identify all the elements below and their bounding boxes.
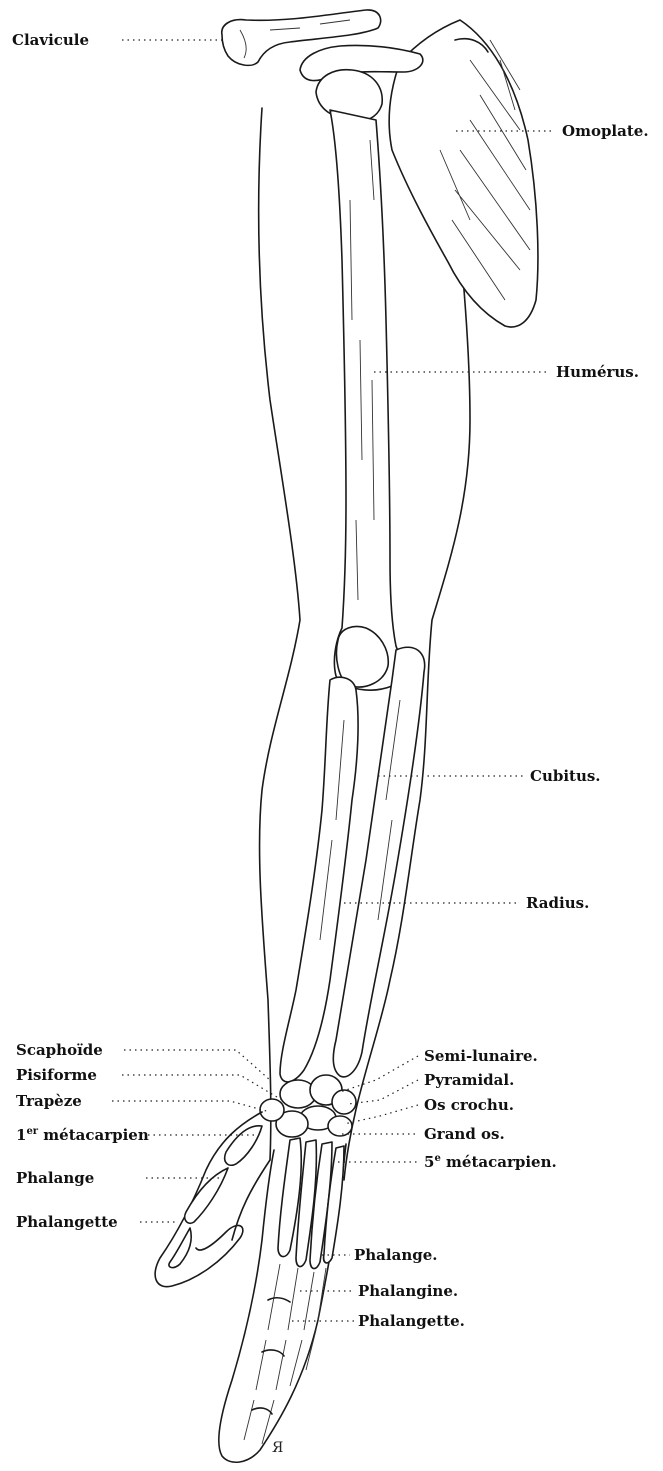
label-pyramidal: Pyramidal. bbox=[424, 1071, 514, 1089]
label-omoplate: Omoplate. bbox=[562, 122, 649, 140]
label-grand-os: Grand os. bbox=[424, 1125, 505, 1143]
label-phalangette-finger: Phalangette. bbox=[358, 1312, 465, 1330]
label-clavicule: Clavicule bbox=[12, 31, 89, 49]
label-scaphoide: Scaphoïde bbox=[16, 1041, 103, 1059]
carpal-bones bbox=[260, 1075, 356, 1137]
label-trapeze: Trapèze bbox=[16, 1092, 82, 1110]
label-1er-metacarpien: 1er métacarpien bbox=[16, 1126, 149, 1144]
label-phalange-thumb: Phalange bbox=[16, 1169, 94, 1187]
label-5e-metacarpien: 5e métacarpien. bbox=[424, 1153, 557, 1171]
label-phalangette-thumb: Phalangette bbox=[16, 1213, 118, 1231]
label-os-crochu: Os crochu. bbox=[424, 1096, 514, 1114]
label-cubitus: Cubitus. bbox=[530, 767, 601, 785]
label-humerus: Humérus. bbox=[556, 363, 639, 381]
label-phalange-finger: Phalange. bbox=[354, 1246, 437, 1264]
label-semi-lunaire: Semi-lunaire. bbox=[424, 1047, 538, 1065]
label-pisiforme: Pisiforme bbox=[16, 1066, 97, 1084]
label-radius: Radius. bbox=[526, 894, 589, 912]
artist-signature: Я bbox=[272, 1440, 283, 1456]
label-phalangine: Phalangine. bbox=[358, 1282, 458, 1300]
humerus-bone bbox=[330, 110, 400, 690]
hand-bones bbox=[219, 1138, 346, 1462]
